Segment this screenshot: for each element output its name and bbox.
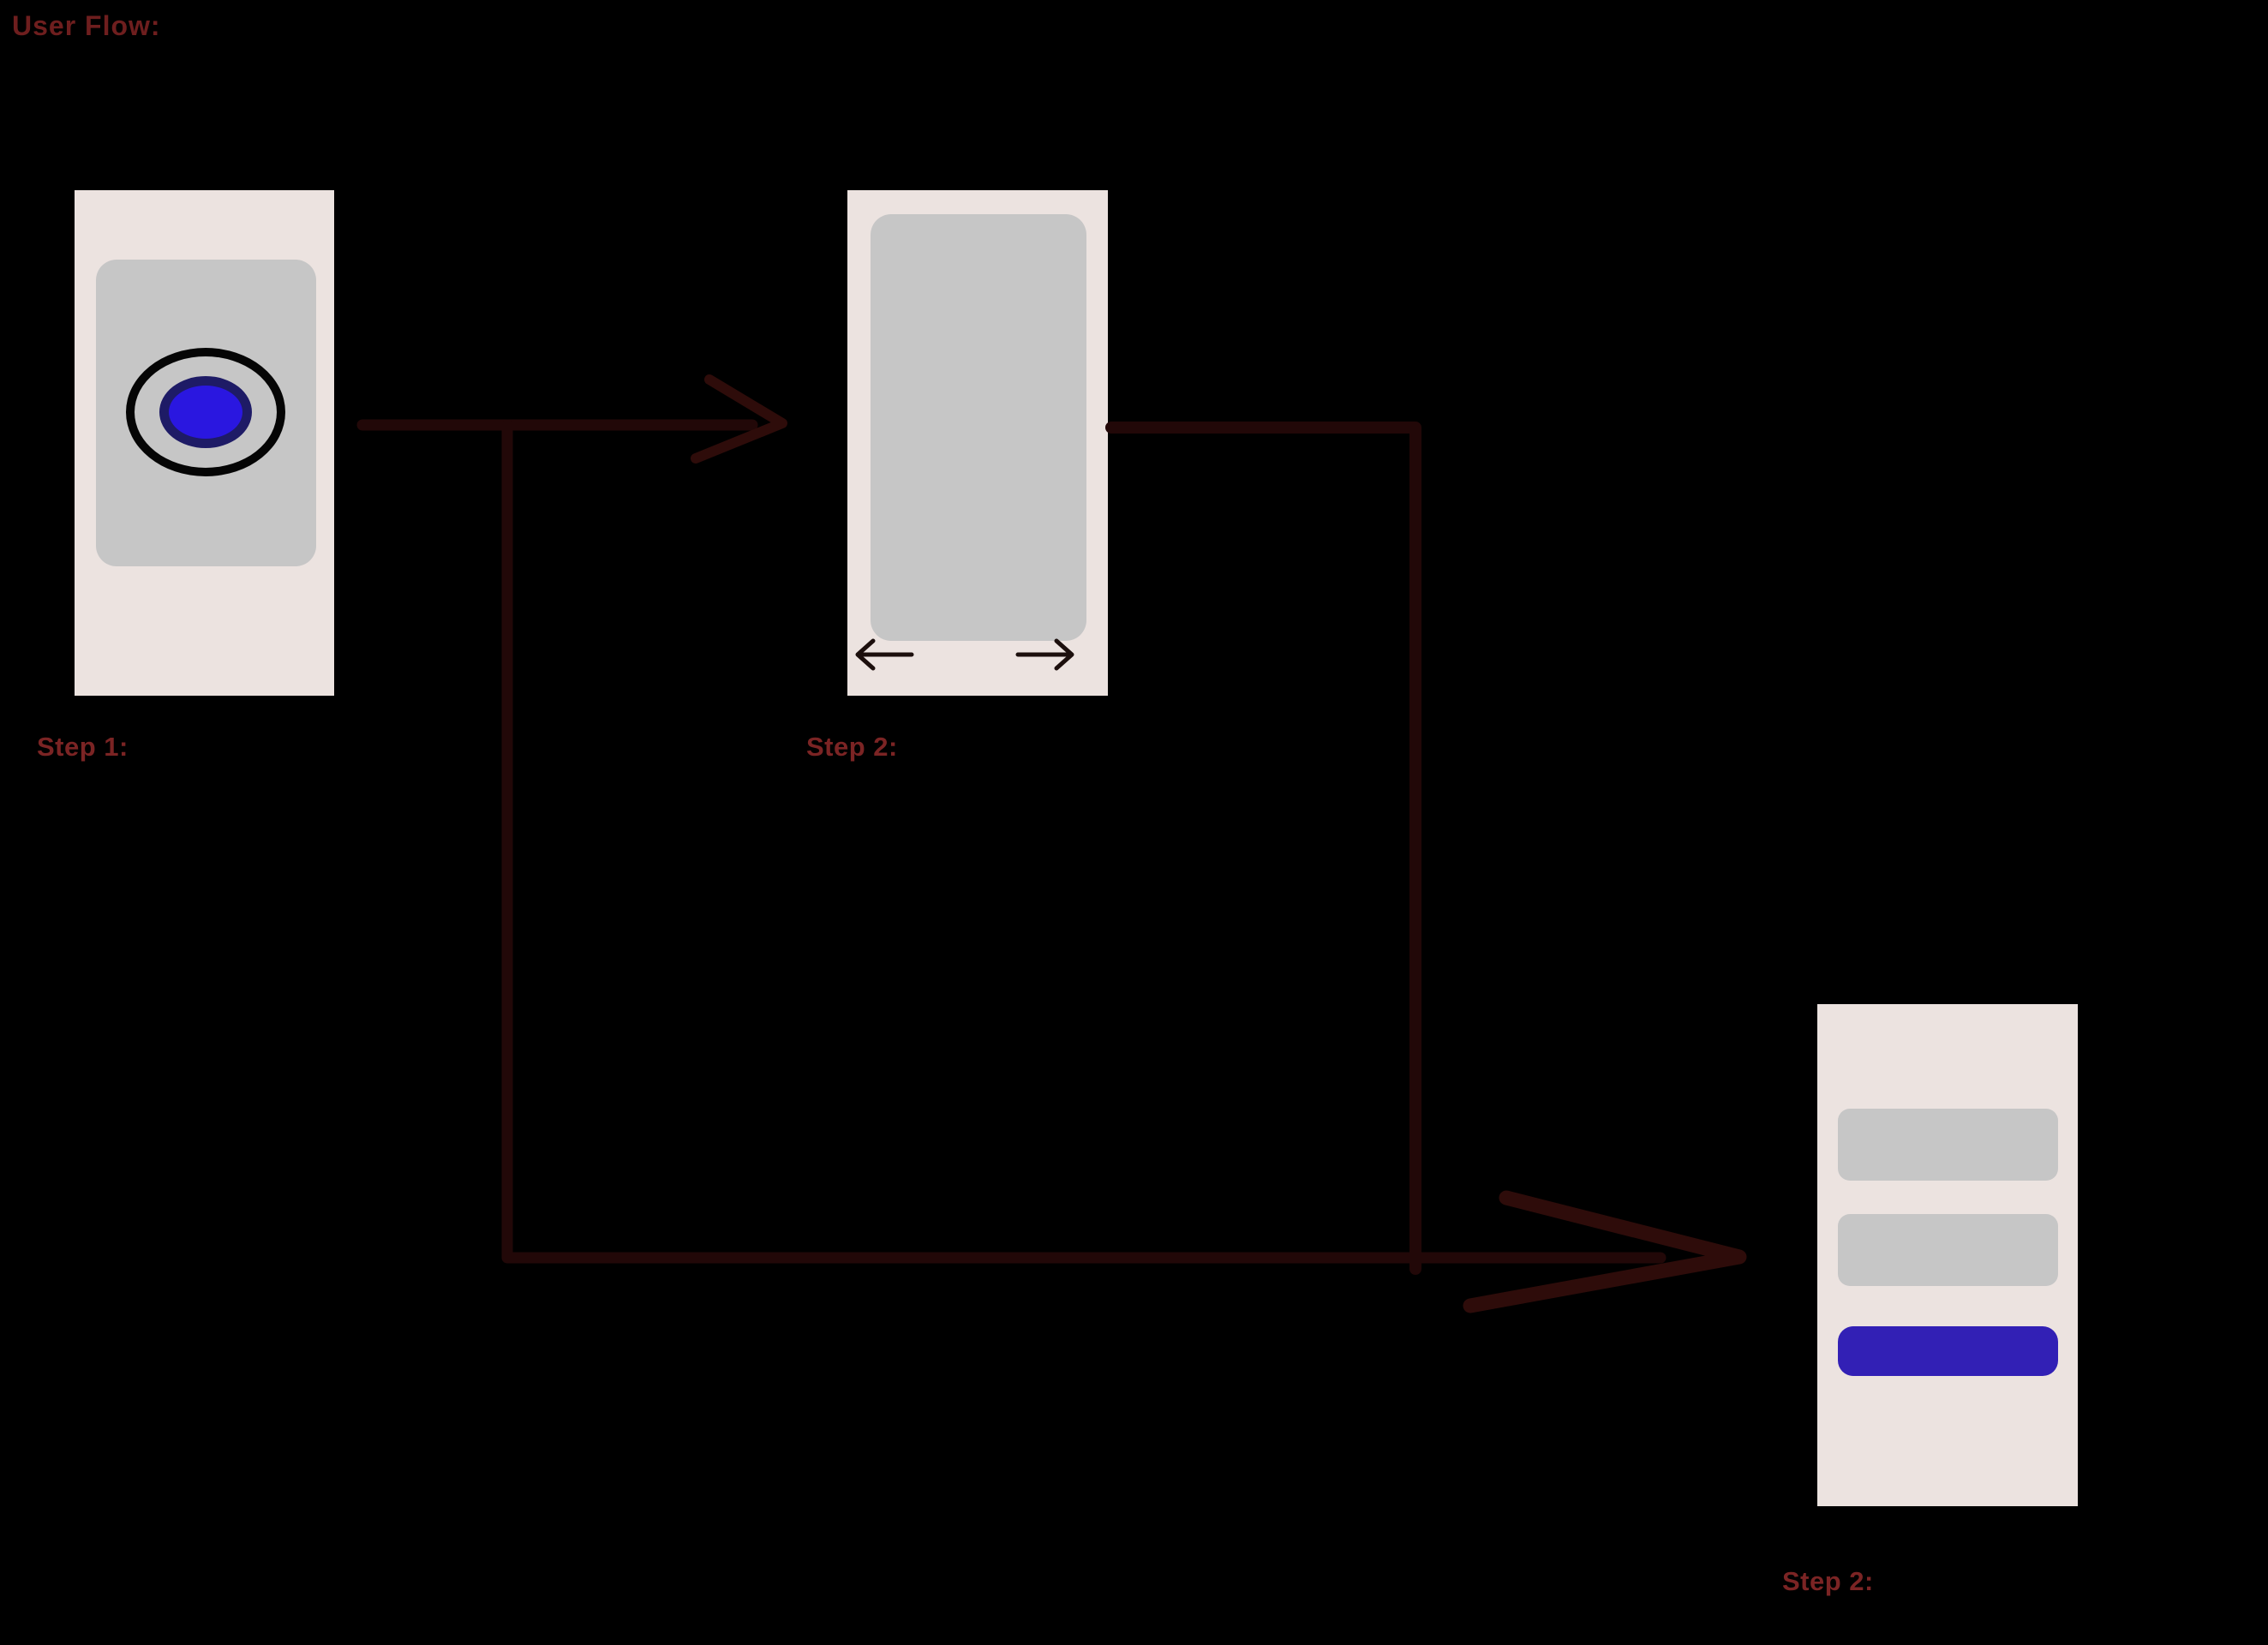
arrow-step1-to-step2-head-icon: [691, 374, 787, 464]
swipe-left-arrow-icon: [855, 638, 914, 671]
record-button-outline-icon: [126, 348, 285, 476]
cta-button-bar: [1838, 1326, 2058, 1376]
branch-step1-to-step3-line: [501, 419, 1667, 1264]
phone-mockup-step2: [847, 190, 1108, 696]
branch-step2-to-step3-line: [1105, 422, 1421, 1275]
step-label-3: Step 2:: [1782, 1566, 1874, 1596]
record-button-icon: [159, 376, 252, 448]
text-placeholder-bar: [1838, 1109, 2058, 1181]
text-placeholder-bar: [1838, 1214, 2058, 1286]
phone-mockup-step3: [1817, 1004, 2078, 1506]
step-label-2: Step 2:: [806, 732, 898, 762]
diagram-title: User Flow:: [12, 10, 161, 41]
arrow-into-step3-head-icon: [1463, 1190, 1747, 1313]
screen-placeholder: [871, 214, 1086, 641]
swipe-right-arrow-icon: [1015, 638, 1074, 671]
phone-mockup-step1: [75, 190, 334, 696]
step-label-1: Step 1:: [37, 732, 129, 762]
